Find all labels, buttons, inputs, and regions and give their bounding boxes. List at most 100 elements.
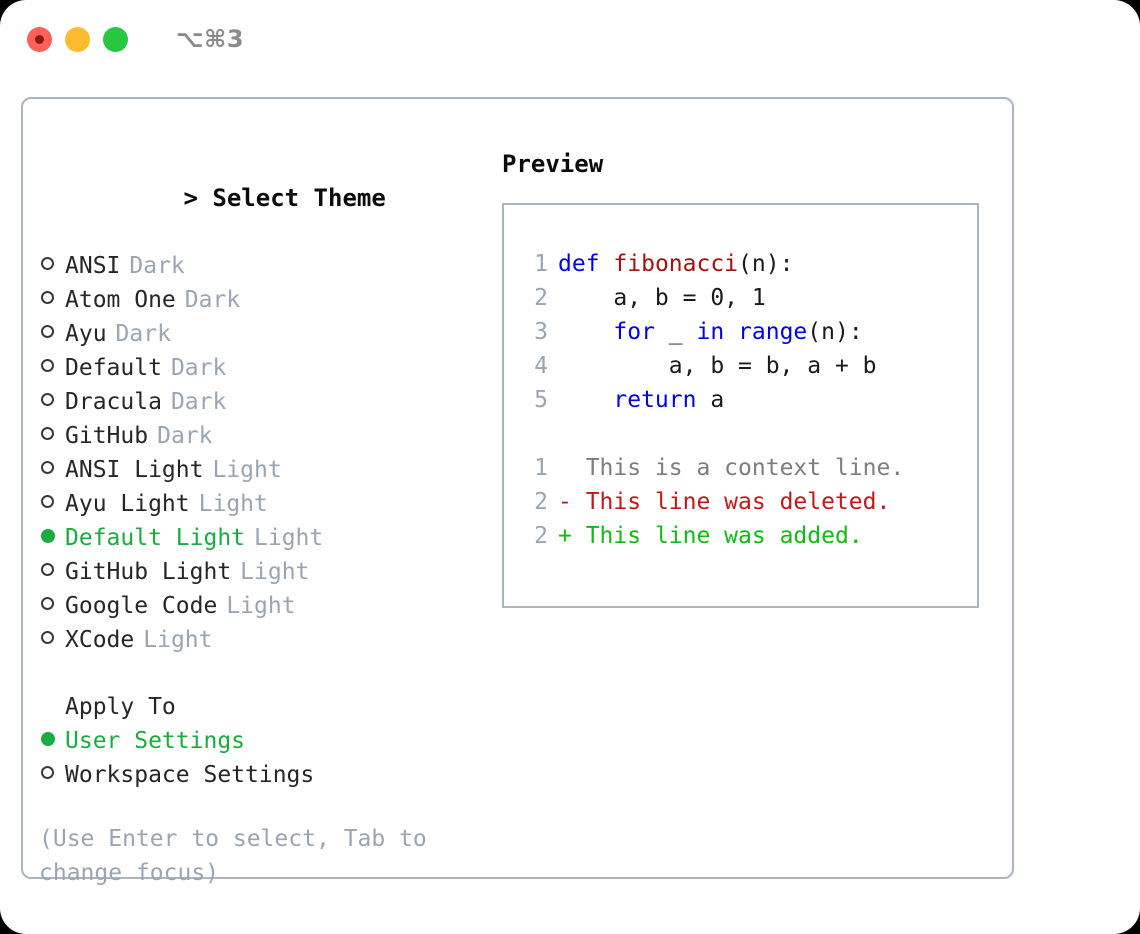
code-token: a, b = b, a + b [558, 353, 877, 379]
theme-option-default[interactable]: Default Dark [39, 351, 499, 385]
code-token: range [738, 319, 808, 345]
theme-option-ansi[interactable]: ANSI Dark [39, 249, 499, 283]
diff-line-number: 2 [534, 523, 548, 549]
diff-line-text: This line was added. [585, 523, 863, 549]
code-line-text: for _ in range(n): [558, 315, 863, 349]
theme-option-label: GitHub [65, 423, 149, 449]
diff-line: 2- This line was deleted. [522, 485, 977, 519]
traffic-light-buttons [27, 26, 128, 52]
code-token: a, b = 0, 1 [558, 285, 766, 311]
apply-to-option-user-settings[interactable]: User Settings [39, 724, 499, 758]
theme-option-kind: Light [212, 457, 282, 483]
apply-to-heading: Apply To [65, 694, 176, 720]
theme-option-label: Google Code [65, 593, 218, 619]
apply-to-option-workspace-settings[interactable]: Workspace Settings [39, 758, 499, 792]
theme-option-label: Dracula [65, 389, 162, 415]
close-button[interactable] [27, 26, 52, 52]
select-theme-heading: > Select Theme [39, 147, 499, 249]
diff-sign: + [558, 523, 586, 549]
code-line-number: 5 [534, 387, 548, 413]
diff-sign: - [558, 489, 586, 515]
theme-option-label: ANSI Light [65, 457, 204, 483]
theme-option-xcode[interactable]: XCode Light [39, 623, 499, 657]
theme-option-kind: Dark [115, 321, 171, 347]
diff-line: 1 This is a context line. [522, 451, 977, 485]
code-token: def [558, 251, 600, 277]
diff-line-number: 2 [534, 489, 548, 515]
theme-option-google-code[interactable]: Google Code Light [39, 589, 499, 623]
code-token: a [696, 387, 725, 413]
code-token [558, 319, 613, 345]
theme-option-label: GitHub Light [65, 559, 232, 585]
select-theme-label: Select Theme [212, 184, 386, 212]
theme-option-label: Atom One [65, 287, 176, 313]
theme-option-kind: Light [143, 627, 213, 653]
theme-option-github-light[interactable]: GitHub Light Light [39, 555, 499, 589]
code-line-number: 2 [534, 285, 548, 311]
diff-line-number: 1 [534, 455, 548, 481]
theme-option-label: ANSI [65, 253, 121, 279]
theme-option-ayu-light[interactable]: Ayu Light Light [39, 487, 499, 521]
theme-option-kind: Light [198, 491, 268, 517]
diff-line-text: This line was deleted. [585, 489, 891, 515]
code-token [600, 251, 614, 277]
theme-option-kind: Light [254, 525, 324, 551]
theme-option-label: XCode [65, 627, 135, 653]
keyboard-hint-text: (Use Enter to select, Tab to change focu… [39, 826, 427, 886]
title-bar: ⌥⌘3 [0, 0, 1140, 78]
theme-option-label: Ayu Light [65, 491, 190, 517]
theme-option-github[interactable]: GitHub Dark [39, 419, 499, 453]
code-line: 1 def fibonacci(n): [522, 247, 977, 281]
theme-option-kind: Light [240, 559, 310, 585]
theme-option-label: Default Light [65, 525, 246, 551]
diff-sample: 1 This is a context line.2- This line wa… [522, 451, 977, 553]
code-line-text: return a [558, 383, 724, 417]
diff-line: 2 + This line was added. [522, 519, 977, 553]
keyboard-shortcut-label: ⌥⌘3 [176, 25, 245, 53]
code-token [724, 319, 738, 345]
code-line-text: a, b = b, a + b [558, 349, 877, 383]
maximize-button[interactable] [103, 26, 128, 52]
preview-heading: Preview [502, 150, 604, 178]
theme-option-kind: Dark [129, 253, 185, 279]
theme-option-label: Default [65, 355, 162, 381]
minimize-button[interactable] [65, 26, 90, 52]
theme-option-kind: Dark [184, 287, 241, 313]
theme-option-ansi-light[interactable]: ANSI Light Light [39, 453, 499, 487]
code-line: 4 a, b = b, a + b [522, 349, 977, 383]
code-token: (n): [807, 319, 863, 345]
code-token: (n): [738, 251, 794, 277]
theme-option-default-light[interactable]: Default Light Light [39, 521, 499, 555]
diff-sign [558, 451, 586, 485]
code-diff-separator [522, 417, 977, 451]
code-line-text: a, b = 0, 1 [558, 281, 766, 315]
code-token: for [613, 319, 655, 345]
theme-option-kind: Dark [157, 423, 213, 449]
code-line-text: def fibonacci(n): [558, 247, 793, 281]
code-line-number: 3 [534, 319, 548, 345]
diff-line-text: This is a context line. [585, 455, 905, 481]
prompt-caret-icon: > [183, 184, 213, 212]
code-token: in [696, 319, 725, 345]
apply-to-option-label: Workspace Settings [65, 762, 315, 788]
theme-option-kind: Dark [170, 355, 227, 381]
code-line: 2 a, b = 0, 1 [522, 281, 977, 315]
code-line-number: 1 [534, 251, 548, 277]
theme-option-kind: Light [226, 593, 296, 619]
code-line: 3 for _ in range(n): [522, 315, 977, 349]
code-token: _ [654, 319, 697, 345]
code-line: 5 return a [522, 383, 977, 417]
code-token [558, 387, 613, 413]
apply-to-option-label: User Settings [65, 728, 246, 754]
theme-option-atom-one[interactable]: Atom One Dark [39, 283, 499, 317]
